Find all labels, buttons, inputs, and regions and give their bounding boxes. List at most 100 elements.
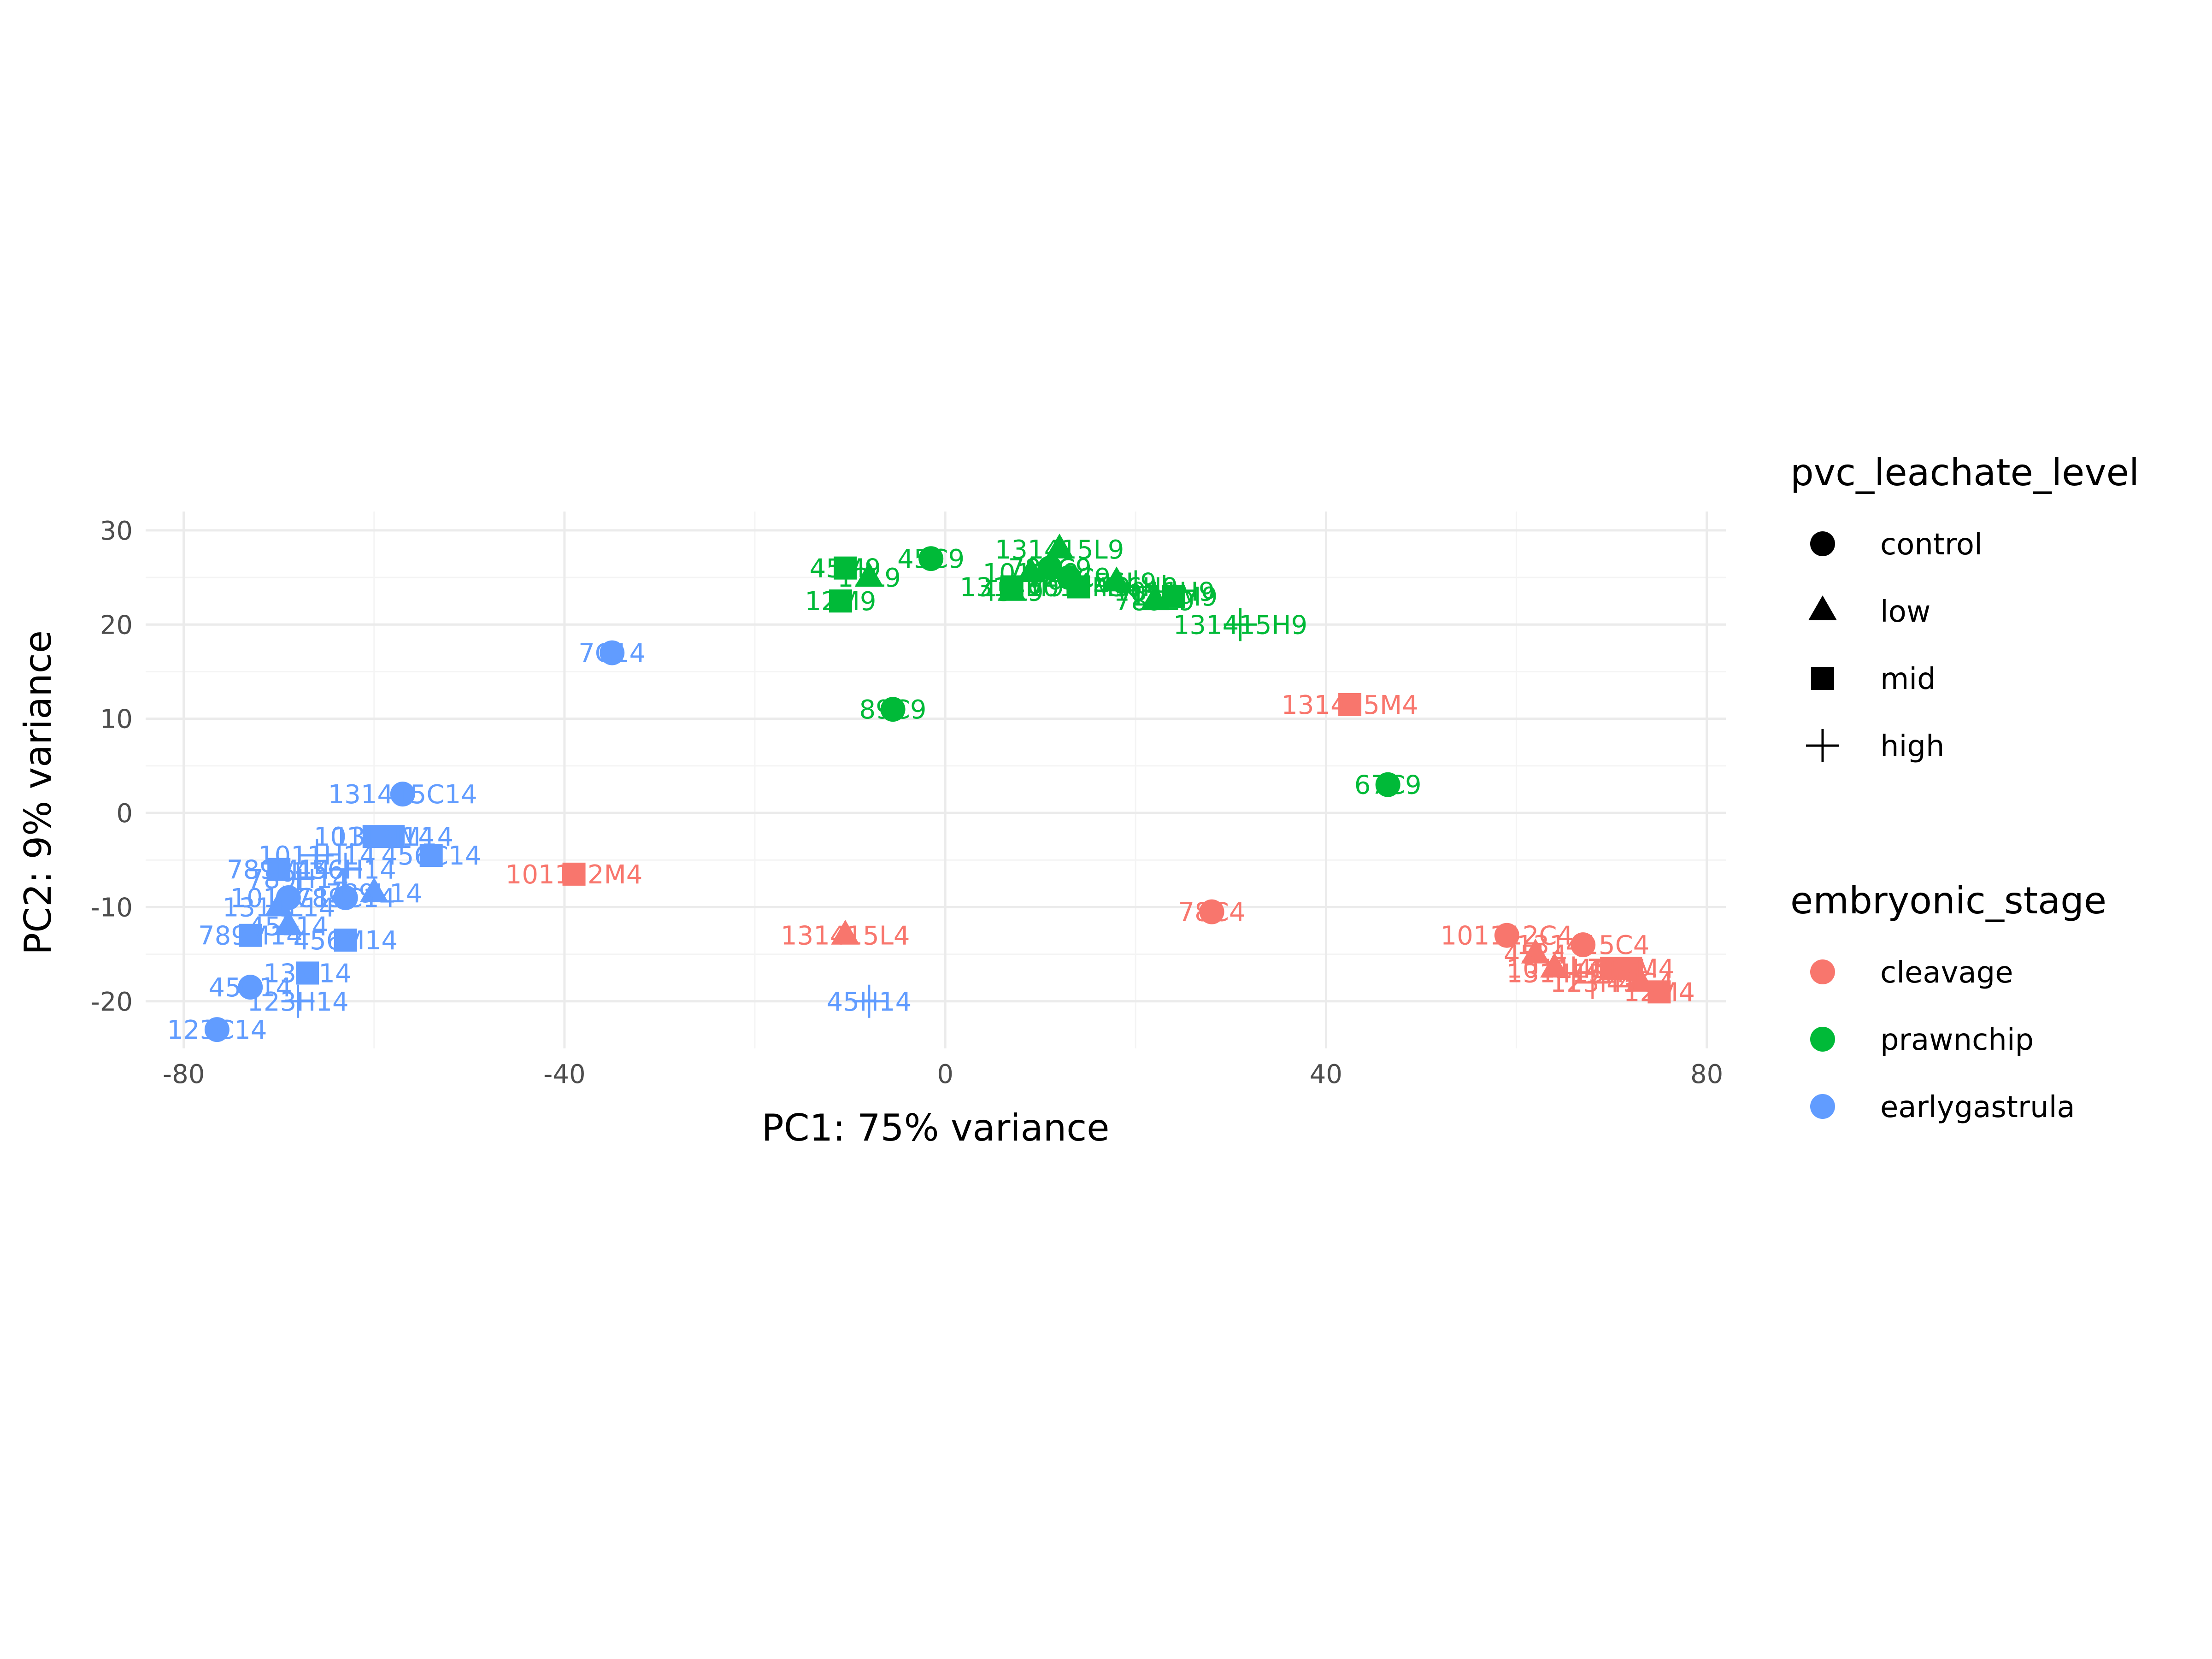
data-point-triangle: [1045, 533, 1074, 559]
point-label: 45L4: [1504, 940, 1567, 970]
point-label: 45C9: [897, 544, 965, 574]
point-label: 1314M9: [960, 573, 1064, 603]
point-label: 7C14: [578, 639, 646, 669]
data-point-circle: [1375, 772, 1400, 797]
data-point-square: [334, 928, 357, 952]
point-label: 789M14: [198, 921, 302, 951]
y-axis-title: PC2: 9% variance: [17, 630, 59, 955]
data-point-plus: [1557, 956, 1590, 990]
y-tick-label: 20: [100, 610, 133, 640]
point-label: 1314L14: [223, 893, 335, 923]
data-point-square: [562, 862, 586, 886]
point-label: 789H14: [247, 865, 348, 894]
point-label: 45L14: [248, 912, 329, 941]
point-label: 12M4: [1624, 977, 1695, 1007]
point-label: 101112C4: [1441, 921, 1574, 951]
point-label: 1011M14: [314, 822, 435, 852]
data-point-circle: [600, 640, 625, 665]
data-point-circle: [276, 885, 301, 910]
legend-label: earlygastrula: [1880, 1090, 2075, 1124]
point-label: 131415C4: [1517, 930, 1650, 960]
x-tick-label: 80: [1690, 1059, 1723, 1089]
point-label: 789M4: [1587, 954, 1675, 984]
point-label: 45M4: [1576, 954, 1647, 984]
legend-label: low: [1880, 595, 1930, 629]
data-point-square: [296, 961, 319, 985]
data-point-circle: [880, 697, 906, 722]
point-label: 789L14: [326, 879, 422, 909]
data-point-square: [267, 858, 291, 881]
legend-label: mid: [1880, 662, 1936, 696]
points-layer: [204, 533, 1671, 1042]
data-point-circle: [333, 885, 358, 910]
point-label: 456H9: [1093, 573, 1178, 603]
data-point-plus: [1576, 965, 1609, 999]
data-point-triangle: [1017, 557, 1046, 582]
data-point-plus: [852, 984, 886, 1018]
point-label: 12M9: [805, 587, 876, 617]
point-label: 789C14: [295, 883, 395, 913]
data-point-circle: [204, 1017, 229, 1042]
data-point-circle: [1494, 923, 1519, 948]
legend-label: control: [1880, 528, 1983, 562]
legend-label: cleavage: [1880, 956, 2013, 990]
legend-key-color: [1810, 1027, 1835, 1052]
point-label: 123C14: [167, 1015, 267, 1045]
point-label: 1011M9: [1026, 573, 1130, 603]
point-label: 1011H9: [1113, 577, 1215, 607]
x-axis-title: PC1: 75% variance: [761, 1106, 1109, 1149]
data-point-square: [834, 556, 857, 580]
point-label: 789L9: [1115, 587, 1195, 617]
y-tick-label: -10: [91, 893, 133, 923]
data-point-circle: [1037, 555, 1063, 581]
data-point-triangle: [359, 877, 388, 902]
data-point-triangle: [1521, 938, 1550, 964]
point-label: 13M14: [264, 959, 352, 988]
legend-label: prawnchip: [1880, 1023, 2034, 1057]
point-label: 1011H14: [258, 841, 376, 871]
legend-key-triangle: [1808, 595, 1837, 620]
x-tick-label: 40: [1310, 1059, 1342, 1089]
data-point-square: [1067, 575, 1090, 599]
point-label: 123H4: [1550, 968, 1635, 998]
point-label: 45C4: [1606, 968, 1674, 998]
data-point-plus: [1119, 570, 1153, 604]
point-label: 789M14: [227, 855, 331, 885]
point-label: 45C14: [208, 973, 292, 1003]
data-point-plus: [329, 853, 362, 886]
point-label: 1011L4: [1506, 954, 1603, 984]
point-label: 131415C14: [328, 780, 477, 810]
point-label: 456H14: [295, 855, 396, 885]
point-label: 123C9: [1027, 563, 1111, 593]
data-point-triangle: [1140, 585, 1169, 611]
point-label: 78C4: [1178, 898, 1246, 928]
data-point-triangle: [274, 910, 303, 935]
data-point-square: [829, 589, 852, 613]
point-label: 789C9: [1008, 554, 1092, 584]
labels-layer: 123C1445C14123H1413M14789M1445L14456M141…: [167, 535, 1695, 1045]
point-label: 67C9: [1354, 771, 1422, 800]
y-tick-label: -20: [91, 987, 133, 1017]
point-label: 456C14: [381, 841, 481, 871]
point-label: 131415H4: [1506, 959, 1641, 988]
point-label: 131415L4: [781, 921, 910, 951]
point-label: 45L9: [980, 577, 1044, 607]
point-label: 12L9: [837, 563, 901, 593]
point-label: 131415L9: [995, 535, 1124, 565]
legend-layer: pvc_leachate_levelcontrollowmidhighembry…: [1790, 451, 2139, 1124]
data-point-plus: [300, 839, 334, 872]
point-label: 89C9: [859, 695, 927, 725]
data-point-circle: [1571, 932, 1596, 958]
point-label: 456M14: [294, 926, 398, 956]
data-point-plus: [1224, 608, 1257, 641]
point-label: 45H14: [827, 987, 912, 1017]
data-point-circle: [238, 975, 263, 1000]
data-point-square: [1338, 693, 1362, 716]
point-label: 131415M4: [1281, 690, 1418, 720]
data-point-triangle: [1102, 566, 1131, 592]
data-point-square: [419, 844, 443, 867]
data-point-triangle: [997, 576, 1026, 601]
data-point-circle: [1199, 899, 1224, 924]
